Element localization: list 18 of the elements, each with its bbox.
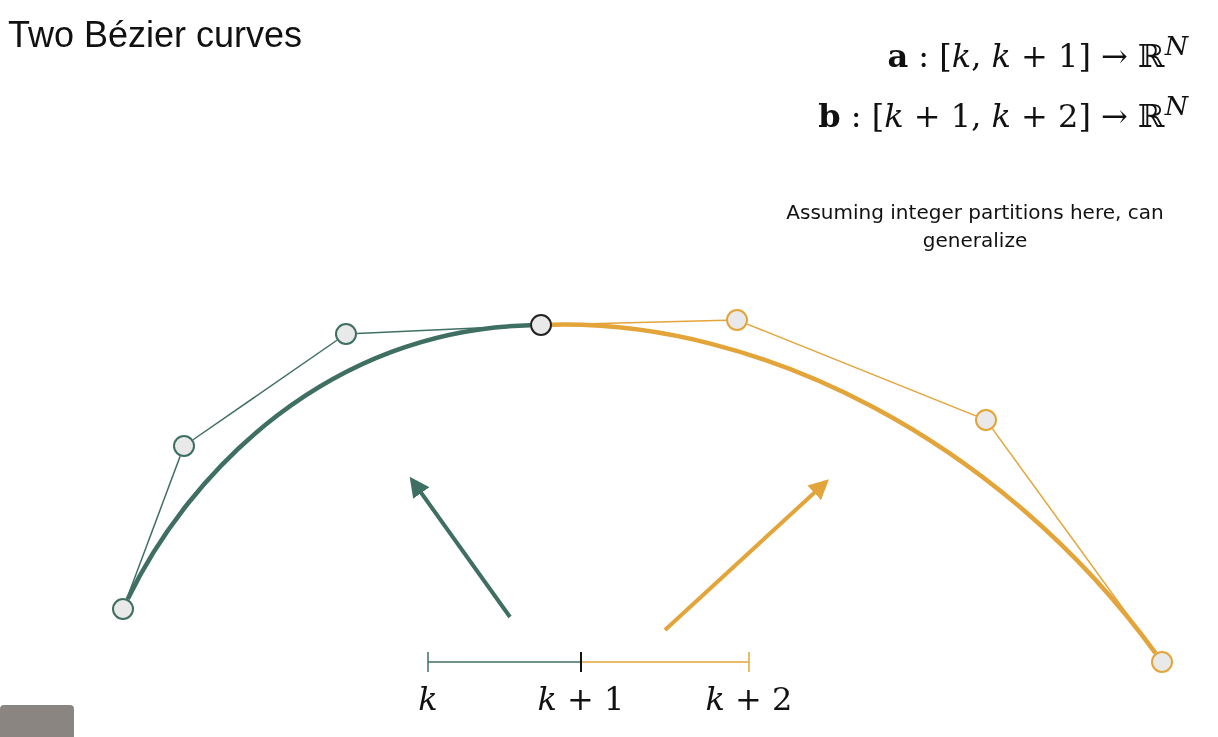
control-point	[975, 409, 997, 431]
function-definition: a : [k, k + 1] → ℝ$^{N}$	[887, 30, 1188, 75]
function-definition: b : [k + 1, k + 2] → ℝ$^{N}$	[818, 90, 1188, 135]
control-point	[335, 323, 357, 345]
slide-title: Two Bézier curves	[8, 14, 303, 56]
control-point	[726, 309, 748, 331]
bezier-curve	[125, 323, 531, 601]
note-text: Assuming integer partitions here, can generalize	[785, 199, 1165, 254]
interval-label: k	[418, 680, 438, 718]
control-point	[1151, 651, 1173, 673]
interval-label: k + 2	[705, 680, 793, 718]
control-point	[530, 314, 552, 336]
control-point	[173, 435, 195, 457]
control-polygon-line	[192, 339, 338, 441]
interval-label: k + 1	[537, 680, 625, 718]
control-polygon-line	[746, 323, 977, 417]
bezier-curve	[551, 322, 1158, 655]
control-point	[112, 598, 134, 620]
